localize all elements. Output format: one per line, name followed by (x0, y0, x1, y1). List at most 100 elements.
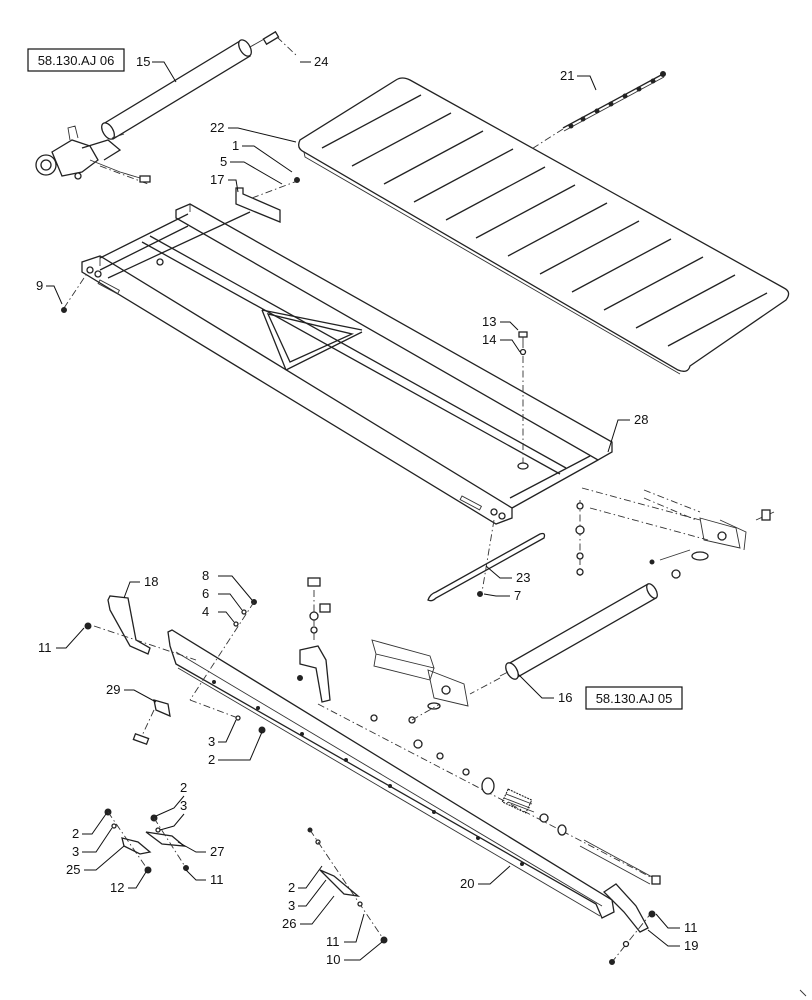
callout-19[interactable]: 19 (647, 929, 698, 953)
svg-text:58.130.AJ 06: 58.130.AJ 06 (38, 53, 115, 68)
callout-10[interactable]: 10 (326, 941, 383, 967)
bracket-17 (235, 177, 301, 223)
svg-text:24: 24 (314, 54, 328, 69)
callout-21[interactable]: 21 (560, 68, 597, 91)
clip-26 (307, 827, 388, 944)
svg-text:26: 26 (282, 916, 296, 931)
reference-box-right[interactable]: 58.130.AJ 05 (585, 686, 683, 710)
svg-text:20: 20 (460, 876, 474, 891)
callout-12[interactable]: 12 (110, 871, 147, 895)
deck-frame (61, 203, 613, 525)
callout-23[interactable]: 23 (485, 565, 530, 585)
svg-text:19: 19 (684, 938, 698, 953)
callout-8[interactable]: 8 (202, 568, 253, 601)
slat-bar (529, 71, 666, 151)
svg-text:14: 14 (482, 332, 496, 347)
svg-text:3: 3 (288, 898, 295, 913)
callout-2-a[interactable]: 2 (208, 731, 263, 767)
svg-text:11: 11 (684, 920, 698, 935)
reference-box-top[interactable]: 58.130.AJ 06 (27, 48, 125, 72)
svg-text:6: 6 (202, 586, 209, 601)
bracket-19 (602, 883, 656, 965)
callout-24[interactable]: 24 (300, 54, 328, 69)
callout-11-c[interactable]: 11 (326, 913, 365, 949)
svg-text:3: 3 (180, 798, 187, 813)
callout-2-c[interactable]: 2 (72, 813, 107, 841)
svg-text:2: 2 (208, 752, 215, 767)
callout-11-a[interactable]: 11 (38, 627, 85, 655)
svg-text:23: 23 (516, 570, 530, 585)
svg-text:2: 2 (288, 880, 295, 895)
clip-27 (145, 814, 189, 871)
callout-4[interactable]: 4 (202, 604, 235, 623)
tensioner-assembly-left (371, 639, 469, 724)
callout-29[interactable]: 29 (106, 682, 157, 703)
callout-11-d[interactable]: 11 (655, 913, 698, 935)
callout-28[interactable]: 28 (607, 412, 648, 453)
scraper-23 (427, 519, 546, 602)
clip-25 (104, 808, 152, 874)
callout-20[interactable]: 20 (460, 865, 511, 891)
svg-text:15: 15 (136, 54, 150, 69)
callout-25[interactable]: 25 (66, 845, 125, 877)
callout-2-b[interactable]: 2 (155, 780, 187, 817)
callout-22[interactable]: 22 (210, 120, 297, 143)
bracket-18 (84, 595, 197, 661)
svg-text:5: 5 (220, 154, 227, 169)
callout-26[interactable]: 26 (282, 895, 335, 931)
svg-text:2: 2 (72, 826, 79, 841)
callout-17[interactable]: 17 (210, 172, 239, 193)
callout-18[interactable]: 18 (123, 574, 158, 599)
svg-text:11: 11 (326, 934, 340, 949)
svg-text:3: 3 (208, 734, 215, 749)
clip-29 (132, 699, 171, 746)
svg-text:16: 16 (558, 690, 572, 705)
callout-9[interactable]: 9 (36, 278, 63, 305)
svg-text:28: 28 (634, 412, 648, 427)
callout-3-c[interactable]: 3 (72, 827, 113, 859)
svg-text:12: 12 (110, 880, 124, 895)
callout-1[interactable]: 1 (232, 138, 293, 173)
upper-roller (101, 30, 297, 140)
svg-text:11: 11 (38, 640, 52, 655)
callout-27[interactable]: 27 (177, 841, 224, 859)
hardware-3-2 (235, 715, 266, 734)
callout-3-b[interactable]: 3 (159, 798, 187, 831)
svg-text:10: 10 (326, 952, 340, 967)
callout-11-b[interactable]: 11 (185, 869, 224, 887)
svg-text:13: 13 (482, 314, 496, 329)
callout-13[interactable]: 13 (482, 314, 519, 331)
callout-15[interactable]: 15 (136, 54, 177, 83)
svg-text:58.130.AJ 05: 58.130.AJ 05 (596, 691, 673, 706)
svg-text:21: 21 (560, 68, 574, 83)
callout-5[interactable]: 5 (220, 154, 283, 185)
svg-text:22: 22 (210, 120, 224, 135)
svg-text:17: 17 (210, 172, 224, 187)
svg-text:25: 25 (66, 862, 80, 877)
tension-rod-assembly (297, 577, 661, 885)
callout-3-a[interactable]: 3 (208, 719, 237, 749)
hardware-8-6-4 (189, 599, 257, 719)
bottom-plate-20 (167, 629, 615, 919)
svg-text:29: 29 (106, 682, 120, 697)
callout-7[interactable]: 7 (483, 588, 521, 603)
callout-3-d[interactable]: 3 (288, 879, 327, 913)
svg-text:1: 1 (232, 138, 239, 153)
svg-text:18: 18 (144, 574, 158, 589)
svg-text:7: 7 (514, 588, 521, 603)
drive-motor-assembly (35, 125, 151, 185)
lower-roller (469, 583, 658, 695)
bolt-13 (517, 331, 529, 470)
svg-text:27: 27 (210, 844, 224, 859)
callout-16[interactable]: 16 (517, 673, 572, 705)
callout-6[interactable]: 6 (202, 586, 243, 611)
callout-14[interactable]: 14 (482, 332, 521, 353)
tensioner-assembly-right (575, 487, 775, 579)
svg-text:8: 8 (202, 568, 209, 583)
callout-2-d[interactable]: 2 (288, 865, 323, 895)
svg-text:2: 2 (180, 780, 187, 795)
svg-text:9: 9 (36, 278, 43, 293)
svg-text:4: 4 (202, 604, 209, 619)
svg-text:11: 11 (210, 872, 224, 887)
